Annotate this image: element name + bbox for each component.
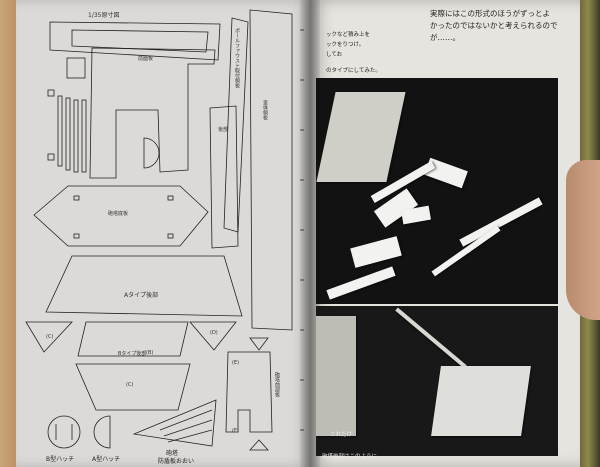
b-hatch-label: B型ハッチ — [46, 456, 75, 463]
photo1-caption-4: のタイプにしてみた。 — [326, 68, 381, 74]
b-hatch-part — [47, 415, 81, 449]
c-label: (C) — [126, 382, 134, 388]
a-hatch-label: A型ハッチ — [92, 456, 121, 463]
body-text-line-1: 実際にはこの形式のほうがずっとよ — [430, 9, 550, 18]
photo1-caption-3: してお — [326, 52, 343, 58]
hull-front-part — [89, 47, 216, 179]
photo2-caption-2: これだけ — [330, 432, 353, 438]
c-type-part — [75, 363, 191, 411]
body-text-line-3: が……。 — [430, 33, 460, 42]
small-wedge-top — [249, 337, 269, 351]
b-type-rear-sub-label: (B) — [146, 350, 154, 356]
a-type-rear-part — [45, 255, 243, 317]
rear-label: 後部 — [218, 127, 229, 133]
photo2-caption: 砲塔後部はこのように — [322, 454, 378, 460]
turret-bottom-label: 砲塔底板 — [108, 211, 129, 217]
b-type-rear-label: Bタイプ後部 — [118, 351, 147, 357]
strip-part-1 — [57, 95, 63, 167]
rear-hull-plate — [225, 351, 273, 433]
small-part-a — [66, 57, 86, 79]
a-type-rear-label: Aタイプ後部 — [124, 292, 159, 299]
turret-model — [316, 92, 406, 182]
holding-hand — [566, 160, 600, 320]
tiny-e-label: (E) — [232, 360, 240, 366]
tiny-f-label: (F) — [232, 428, 239, 434]
gun-barrel — [395, 307, 467, 369]
strip-part-3 — [73, 99, 79, 173]
tiny-c-label: (C) — [46, 334, 54, 340]
photo1-caption-2: ックをりつけ。 — [326, 42, 365, 48]
right-triangle-part — [189, 321, 237, 351]
half-circle-part — [143, 137, 160, 169]
cover-part — [132, 399, 217, 447]
side-plate-long — [209, 105, 239, 249]
b-type-rear-part — [77, 321, 189, 357]
small-square-2 — [47, 153, 55, 161]
turret-model-rear — [431, 366, 531, 436]
rear-hull-plate-label: 砲塔前部板 — [274, 372, 280, 397]
scale-title: 1/35原寸図 — [88, 12, 120, 19]
left-page — [16, 0, 310, 467]
front-plate-label: 前面板 — [138, 56, 154, 62]
body-text-line-2: かったのではないかと考えられるので — [430, 21, 558, 30]
turret-front-side-label: ポールファウスト取付側板 — [234, 28, 240, 88]
small-wedge-bottom — [249, 439, 269, 451]
model-parts-photo — [316, 78, 558, 304]
a-hatch-part — [93, 415, 111, 449]
cover-label: 砲塔 — [166, 450, 179, 457]
cover-sub-label: 防盾板おおい — [158, 458, 195, 465]
turret-rear-photo — [316, 306, 558, 456]
hull-side-plate — [249, 9, 293, 331]
tiny-d-label: (D) — [210, 330, 218, 336]
photo1-caption-1: ックなど積み上を — [326, 32, 371, 38]
front-plate-part — [49, 21, 221, 61]
book-gutter — [300, 0, 320, 467]
hull-side-label: 車体側板 — [262, 100, 268, 120]
front-plate-part-2 — [71, 29, 209, 53]
strip-part-2 — [65, 97, 71, 171]
left-triangle-part — [25, 321, 73, 353]
turret-bottom-part — [33, 185, 209, 247]
small-square-1 — [47, 89, 55, 97]
strip-part-4 — [81, 99, 87, 173]
